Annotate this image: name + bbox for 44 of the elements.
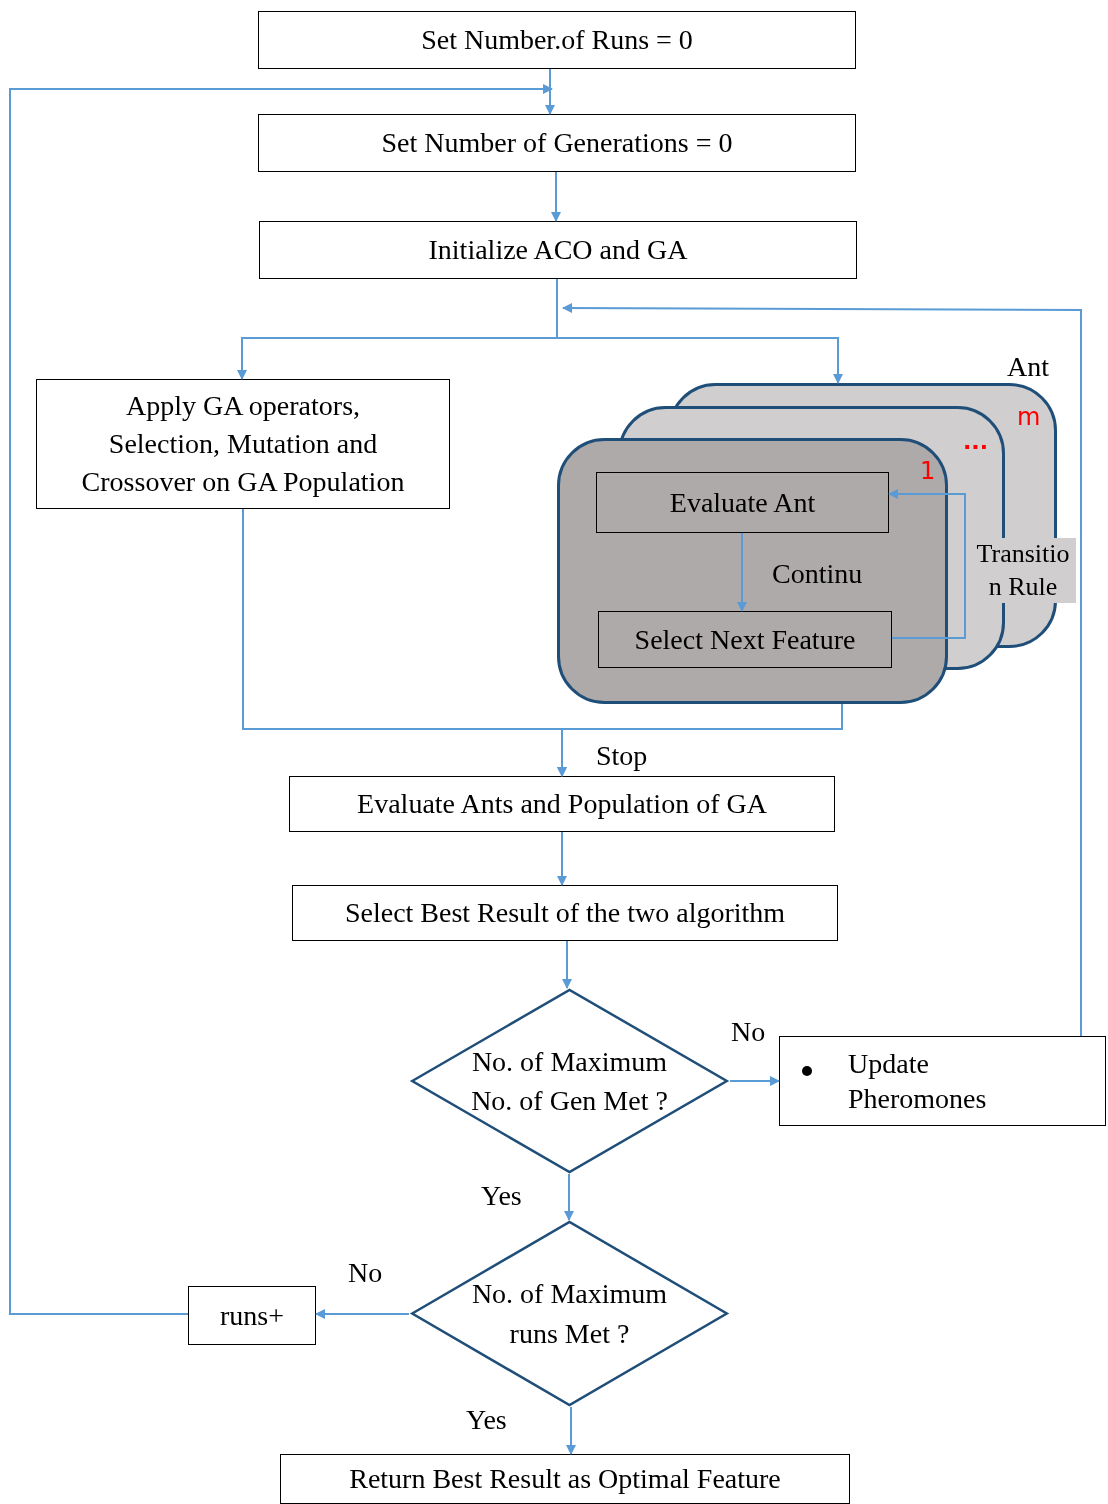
ant-index-label: ... xyxy=(963,431,989,453)
ant-index-label: m xyxy=(1017,405,1041,429)
ant-index-label: 1 xyxy=(920,459,936,483)
arrow xyxy=(729,1076,780,1086)
process-box xyxy=(280,1454,850,1504)
arrow xyxy=(566,1406,576,1455)
arrow xyxy=(562,940,572,989)
arrow xyxy=(564,1173,574,1221)
box-text: Select Best Result of the two algorithm xyxy=(344,896,786,931)
box-text: Update Pheromones xyxy=(848,1047,988,1116)
box-text: Evaluate Ants and Population of GA xyxy=(357,787,767,822)
arrow xyxy=(557,831,567,886)
box-text: Set Number of Generations = 0 xyxy=(381,126,733,161)
decision-diamond xyxy=(409,1220,730,1407)
process-box xyxy=(289,776,835,832)
arrow xyxy=(557,703,843,777)
edge-label: Continu xyxy=(772,557,863,591)
process-box xyxy=(779,1036,1106,1126)
process-box xyxy=(259,221,857,279)
box-text: Select Next Feature xyxy=(634,622,856,657)
box-text: Evaluate Ant xyxy=(669,485,816,520)
box-text: Set Number.of Runs = 0 xyxy=(421,23,693,58)
arrow xyxy=(551,171,561,222)
process-box xyxy=(598,611,892,668)
box-text: Initialize ACO and GA xyxy=(428,233,688,268)
box-text: Return Best Result as Optimal Feature xyxy=(349,1462,781,1497)
arrow xyxy=(737,532,747,612)
box-text: runs+ xyxy=(220,1298,284,1333)
box-text: Apply GA operators, Selection, Mutation and Crossover on GA Population xyxy=(80,389,406,499)
process-box xyxy=(188,1286,316,1345)
decision-text: No. of Maximum No. of Gen Met ? xyxy=(470,1044,669,1118)
arrow xyxy=(9,84,553,1315)
arrow xyxy=(562,303,1082,1037)
process-box xyxy=(258,11,856,69)
arrow xyxy=(545,68,555,115)
decision-diamond xyxy=(409,988,730,1174)
arrow xyxy=(888,489,966,639)
process-box xyxy=(258,114,856,172)
process-box xyxy=(292,885,838,941)
process-box xyxy=(596,472,889,533)
stack-title: Ant xyxy=(1007,353,1049,381)
process-box xyxy=(36,379,450,509)
decision-text: No. of Maximum runs Met ? xyxy=(470,1277,669,1351)
arrow xyxy=(315,1309,410,1319)
